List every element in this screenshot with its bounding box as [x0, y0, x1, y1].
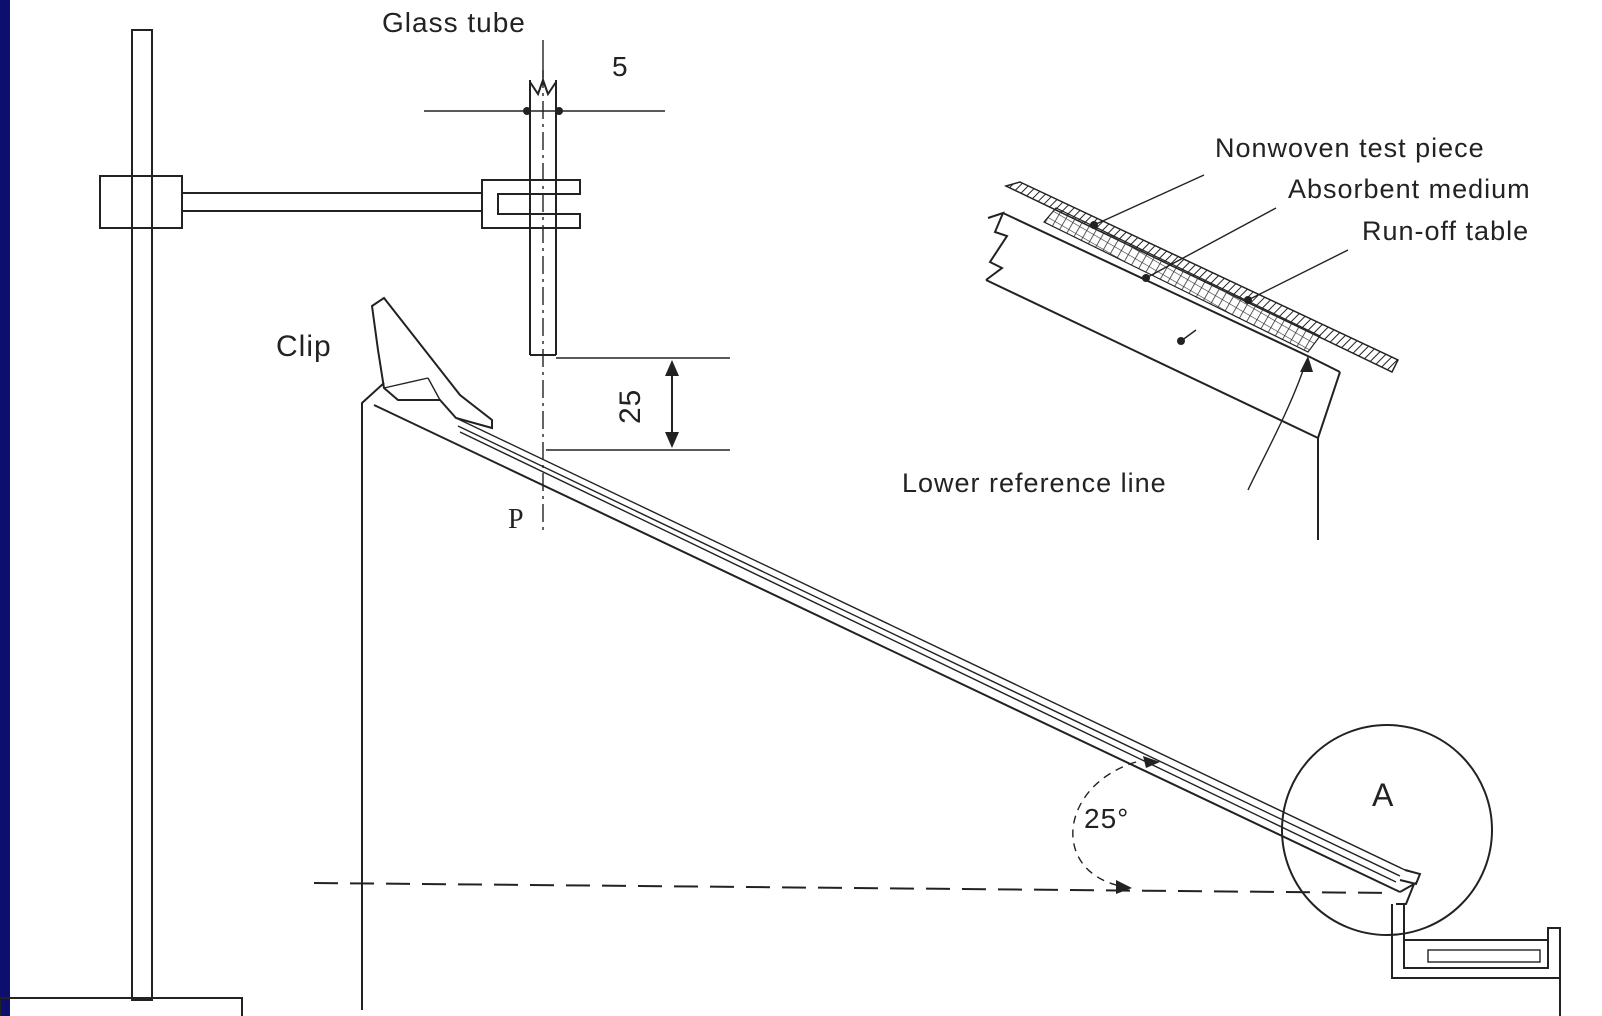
label-angle: 25° [1084, 803, 1129, 834]
drop-height-dimension [546, 357, 730, 451]
stand-rod [131, 29, 153, 1001]
label-detail-a: A [1372, 777, 1394, 813]
clamp-arm [181, 192, 483, 212]
stand-base [0, 997, 243, 1016]
label-point-p: P [508, 504, 525, 535]
glass-tube [424, 40, 665, 530]
slide-border [0, 0, 10, 1016]
angle-reference [313, 756, 1393, 894]
detail-inset [985, 174, 1400, 540]
label-run-off-table: Run-off table [1362, 216, 1529, 246]
label-drop-height: 25 [614, 389, 647, 424]
label-clip: Clip [276, 330, 332, 363]
label-glass-tube: Glass tube [382, 7, 526, 38]
tube-holder [481, 179, 581, 229]
boss-clamp [99, 175, 183, 229]
label-nonwoven-test-piece: Nonwoven test piece [1215, 133, 1485, 163]
retort-stand [0, 29, 581, 1016]
label-tube-width: 5 [612, 51, 629, 82]
label-lower-reference-line: Lower reference line [902, 468, 1167, 498]
label-absorbent-medium: Absorbent medium [1288, 174, 1531, 204]
run-off-table [361, 296, 1561, 1016]
detail-circle-a [1281, 724, 1493, 936]
